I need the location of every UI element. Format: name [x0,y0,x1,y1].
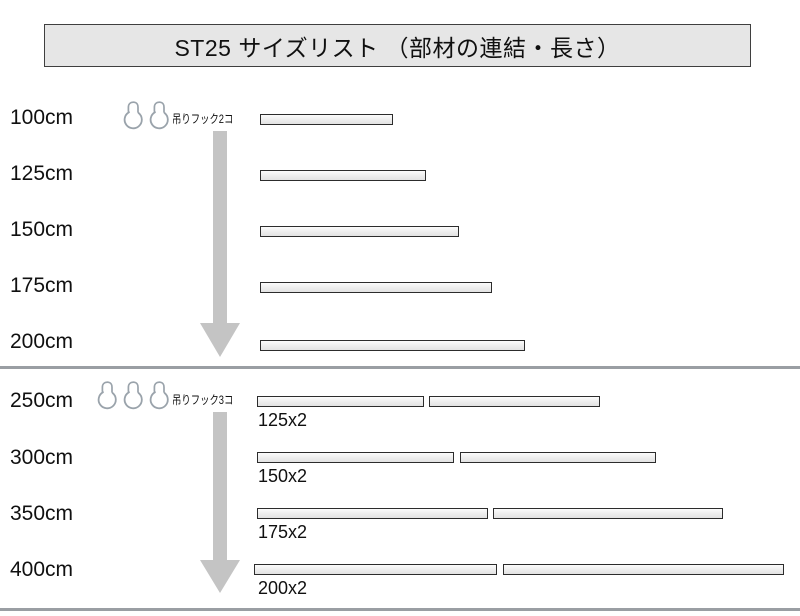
size-label-350cm: 350cm [10,502,74,525]
sublabel-350cm: 175x2 [258,522,308,542]
bar-piece-175-a [257,508,488,519]
size-label-400cm: 400cm [10,558,74,581]
size-label-125cm: 125cm [10,162,74,185]
down-arrow-icon [200,412,240,593]
down-arrow-icon [200,131,240,357]
hanging-hook-icon [149,101,169,130]
bar-piece-175 [260,282,492,293]
section-divider-bottom [0,608,800,611]
hook-group-lower [95,379,172,411]
hook-group-upper [121,99,172,131]
bar-piece-150 [260,226,459,237]
hanging-hook-icon [123,101,143,130]
size-label-175cm: 175cm [10,274,74,297]
section-divider-top [0,366,800,369]
bar-piece-150-a [257,452,454,463]
size-label-200cm: 200cm [10,330,74,353]
sublabel-300cm: 150x2 [258,466,308,486]
page-title: ST25 サイズリスト （部材の連結・長さ） [174,34,621,61]
bar-piece-200-b [503,564,784,575]
page-title-banner: ST25 サイズリスト （部材の連結・長さ） [44,24,751,67]
bar-piece-200-a [254,564,497,575]
size-label-100cm: 100cm [10,106,74,129]
bar-piece-100 [260,114,393,125]
size-label-250cm: 250cm [10,389,74,412]
bar-piece-125-a [257,396,424,407]
hook-count-label-upper: 吊りフック2コ [172,112,234,126]
hook-count-label-lower: 吊りフック3コ [172,393,234,407]
size-label-150cm: 150cm [10,218,74,241]
size-label-300cm: 300cm [10,446,74,469]
bar-piece-125 [260,170,426,181]
hanging-hook-icon [123,381,143,410]
sublabel-400cm: 200x2 [258,578,308,598]
bar-piece-125-b [429,396,600,407]
bar-piece-175-b [493,508,723,519]
hanging-hook-icon [149,381,169,410]
bar-piece-200 [260,340,525,351]
sublabel-250cm: 125x2 [258,410,308,430]
hanging-hook-icon [97,381,117,410]
bar-piece-150-b [460,452,656,463]
